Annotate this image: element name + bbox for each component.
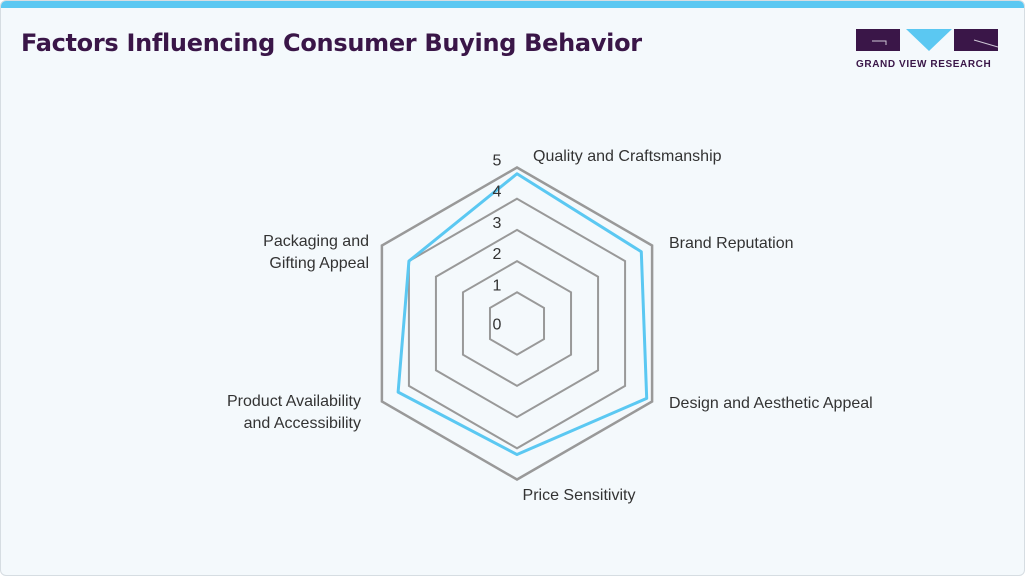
grid-ring-1	[488, 291, 546, 356]
category-label: Price Sensitivity	[523, 487, 636, 504]
grid-ring-2	[461, 259, 573, 388]
accent-bar	[1, 1, 1024, 8]
tick-label: 0	[493, 317, 502, 334]
category-label: Packaging and	[263, 233, 369, 250]
page-title: Factors Influencing Consumer Buying Beha…	[21, 29, 642, 57]
grid-ring-3	[434, 228, 600, 419]
category-label: Design and Aesthetic Appeal	[669, 395, 873, 412]
grid-ring-5	[380, 166, 654, 481]
tick-label: 4	[493, 184, 502, 201]
tick-label: 2	[493, 246, 502, 263]
category-label: Product Availability	[227, 393, 361, 410]
brand-name: GRAND VIEW RESEARCH	[856, 59, 992, 70]
category-label: Quality and Craftsmanship	[533, 148, 722, 165]
category-label: Brand Reputation	[669, 235, 794, 252]
tick-label: 5	[493, 153, 502, 170]
tick-label: 3	[493, 215, 502, 232]
grand-view-research-logo	[856, 29, 998, 51]
category-label: Gifting Appeal	[269, 255, 369, 272]
tick-label: 1	[493, 277, 502, 294]
category-label: and Accessibility	[244, 415, 361, 432]
